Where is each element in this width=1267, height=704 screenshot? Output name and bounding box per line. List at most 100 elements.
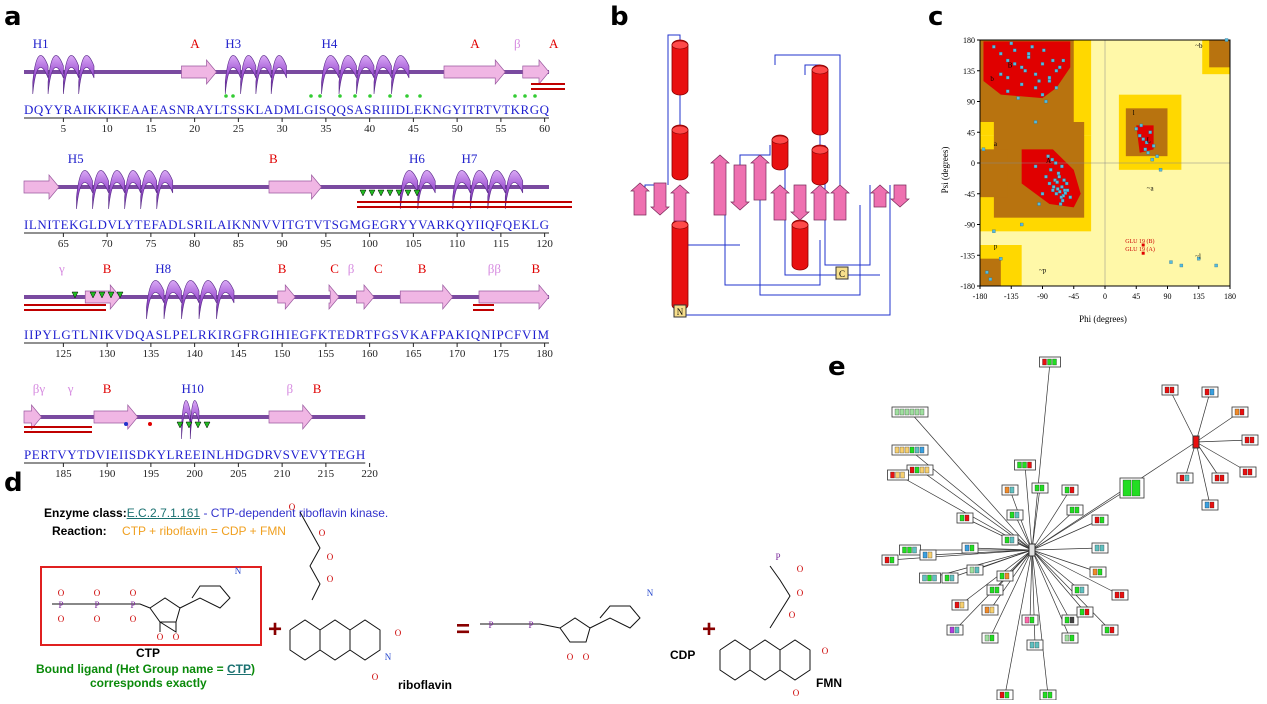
tick-label: 170 bbox=[449, 348, 466, 360]
helix-turn bbox=[240, 55, 257, 95]
tick-label: 85 bbox=[233, 238, 245, 250]
network-node-segment bbox=[909, 466, 915, 474]
bound-ligand-link[interactable]: CTP bbox=[227, 662, 252, 676]
bond bbox=[480, 623, 561, 629]
helix-cylinder-top bbox=[671, 40, 689, 50]
sequence-text: DQYYRAIKKIKEAAEASNRAYLTSSKLADMLGISQQSASR… bbox=[24, 102, 550, 117]
network-node-segment bbox=[949, 626, 955, 634]
helix-turn bbox=[504, 170, 524, 210]
network-node-segment bbox=[1027, 461, 1032, 469]
network-node-segment bbox=[889, 556, 895, 564]
riboflavin-label: riboflavin bbox=[398, 678, 453, 692]
ligand-contact-marker bbox=[413, 189, 421, 197]
helix-turn bbox=[78, 55, 95, 95]
residue-point bbox=[981, 147, 986, 151]
network-node-segment bbox=[1079, 586, 1085, 594]
network-node-segment bbox=[1219, 474, 1225, 482]
residue-point bbox=[1138, 134, 1142, 138]
enzyme-class-link[interactable]: E.C.2.7.1.161 bbox=[126, 506, 201, 520]
ramachandran-plot: GLU 19 (B)GLU 19 (A)baABLlp~b~a~l~p-180-… bbox=[940, 36, 1236, 324]
helix-turn bbox=[469, 170, 489, 210]
helix-turn bbox=[181, 400, 191, 440]
ss-label: βγ bbox=[33, 381, 46, 396]
ss-label: H3 bbox=[225, 36, 241, 51]
network-node-segment bbox=[1017, 461, 1022, 469]
residue-point bbox=[1033, 164, 1038, 169]
residue-point bbox=[1056, 187, 1060, 191]
network-edge bbox=[1031, 441, 1197, 551]
atom-label: O bbox=[793, 688, 800, 698]
x-tick-label: 135 bbox=[1193, 292, 1205, 301]
region-label: l bbox=[1133, 109, 1135, 117]
residue-point bbox=[1065, 188, 1070, 192]
network-edge bbox=[1169, 389, 1197, 443]
helix-cylinder bbox=[671, 39, 689, 96]
network-node-segment bbox=[964, 514, 970, 522]
helix-turn bbox=[92, 170, 109, 210]
tick-label: 210 bbox=[274, 468, 291, 480]
residue-point bbox=[1033, 120, 1038, 124]
residue-point bbox=[1134, 127, 1138, 131]
residue-point bbox=[1148, 130, 1152, 134]
network-edge bbox=[989, 549, 1033, 639]
y-tick-label: -180 bbox=[960, 282, 975, 291]
c-terminus-label: C bbox=[839, 269, 845, 279]
atom-label: O bbox=[94, 588, 101, 598]
bond bbox=[289, 619, 321, 661]
panel-label-a: a bbox=[4, 2, 22, 32]
residue-point bbox=[1169, 260, 1173, 264]
network-edge bbox=[1195, 441, 1211, 506]
network-node-segment bbox=[884, 556, 890, 564]
helix-cylinder bbox=[671, 219, 689, 311]
network-node-segment bbox=[1247, 468, 1253, 476]
tick-label: 50 bbox=[452, 123, 464, 135]
beta-strand bbox=[268, 174, 322, 200]
helix-turn bbox=[452, 170, 471, 210]
network-edge bbox=[1004, 549, 1033, 696]
ligand-contact-marker bbox=[368, 189, 376, 197]
x-tick-label: 45 bbox=[1132, 292, 1140, 301]
helix-turn bbox=[163, 280, 182, 320]
atom-label: O bbox=[797, 564, 804, 574]
tick-label: 130 bbox=[99, 348, 116, 360]
helix-turn bbox=[270, 55, 287, 95]
residue-point bbox=[1150, 157, 1154, 162]
atom-label: P bbox=[775, 552, 780, 562]
region-label: a bbox=[994, 140, 998, 148]
bond bbox=[719, 639, 751, 681]
residue-point bbox=[988, 277, 993, 281]
beta-strand bbox=[277, 284, 296, 310]
beta-strand bbox=[268, 404, 314, 430]
network-node-segment bbox=[1204, 388, 1210, 396]
network-edge bbox=[1031, 361, 1051, 551]
atom-label: P bbox=[488, 620, 493, 630]
network-node-segment bbox=[1204, 501, 1210, 509]
ss-label: B bbox=[278, 261, 287, 276]
network-edge bbox=[927, 549, 1033, 556]
strand-arrow bbox=[670, 184, 690, 222]
topology-connection bbox=[824, 145, 871, 266]
allowed-region bbox=[980, 149, 1008, 198]
tick-label: 175 bbox=[493, 348, 510, 360]
x-tick-label: -90 bbox=[1037, 292, 1048, 301]
network-node-segment bbox=[1234, 408, 1240, 416]
bond bbox=[349, 619, 381, 661]
network-node-segment bbox=[1209, 501, 1215, 509]
bound-ligand-close: ) bbox=[251, 662, 256, 676]
network-node-segment bbox=[914, 446, 920, 454]
atom-label: O bbox=[289, 502, 296, 512]
y-tick-label: -135 bbox=[960, 251, 975, 260]
network-node-segment bbox=[984, 634, 990, 642]
rama-xlabel: Phi (degrees) bbox=[1079, 314, 1127, 324]
atom-label: O bbox=[797, 588, 804, 598]
network-node-segment bbox=[944, 574, 950, 582]
residue-point bbox=[1063, 188, 1067, 192]
network-node-segment bbox=[1022, 461, 1027, 469]
residue-point bbox=[1056, 171, 1061, 175]
strand-arrow bbox=[630, 182, 650, 216]
helix-cylinder-top bbox=[791, 220, 809, 230]
network-node-segment bbox=[1169, 386, 1175, 394]
residue-point bbox=[1062, 178, 1066, 182]
